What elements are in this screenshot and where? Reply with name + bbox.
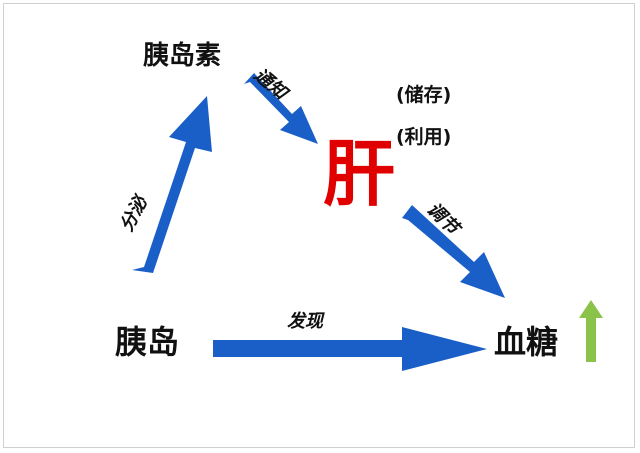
arrow-pancreas-to-glucose	[213, 327, 487, 371]
diagram-frame	[3, 3, 635, 448]
node-blood-glucose: 血糖	[494, 323, 559, 361]
arrow-liver-to-glucose	[402, 205, 505, 298]
node-liver: 肝	[323, 132, 395, 216]
liver-note-storage: (储存)	[396, 84, 452, 106]
arrow-up-icon	[579, 300, 603, 362]
node-pancreas: 胰岛	[115, 323, 180, 361]
arrow-insulin-to-liver	[244, 73, 318, 144]
liver-note-utilization: (利用)	[396, 126, 452, 148]
edge-label-discover: 发现	[287, 311, 323, 332]
node-insulin: 胰岛素	[143, 41, 222, 71]
arrow-pancreas-to-insulin	[132, 96, 212, 273]
